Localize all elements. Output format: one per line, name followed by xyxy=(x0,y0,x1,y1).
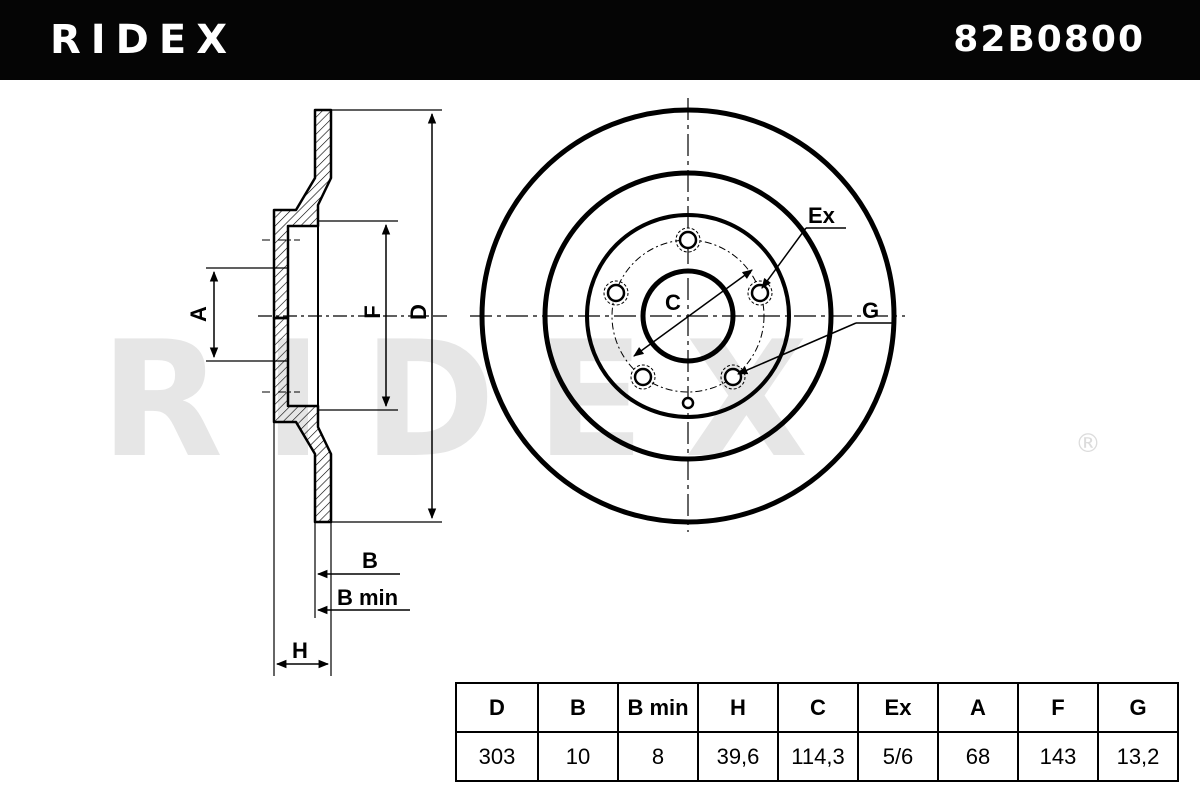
spec-header-cell: B min xyxy=(617,682,699,733)
spec-value-cell: 8 xyxy=(617,731,699,782)
spec-header-cell: Ex xyxy=(857,682,939,733)
brand-logo: RIDEX xyxy=(50,17,238,63)
spec-value-cell: 13,2 xyxy=(1097,731,1179,782)
header-bar: RIDEX 82B0800 xyxy=(0,0,1200,80)
spec-header-row: D B B min H C Ex A F G xyxy=(455,682,1179,733)
label-Ex: Ex xyxy=(808,203,836,228)
spec-table: D B B min H C Ex A F G 303 10 8 39,6 114… xyxy=(455,682,1179,782)
svg-text:RIDEX: RIDEX xyxy=(100,306,848,493)
spec-header-cell: H xyxy=(697,682,779,733)
spec-header-cell: D xyxy=(455,682,539,733)
label-G: G xyxy=(862,298,879,323)
disc-front-view: C Ex G xyxy=(470,98,905,532)
label-D: D xyxy=(406,304,431,320)
watermark: RIDEX ® xyxy=(100,306,1101,493)
svg-text:®: ® xyxy=(1075,429,1101,459)
spec-value-cell: 39,6 xyxy=(697,731,779,782)
spec-value-cell: 10 xyxy=(537,731,619,782)
spec-header-cell: A xyxy=(937,682,1019,733)
technical-drawing: RIDEX ® D F A B xyxy=(100,98,1101,676)
spec-header-cell: F xyxy=(1017,682,1099,733)
part-number: 82B0800 xyxy=(953,19,1145,60)
label-F: F xyxy=(360,305,385,318)
spec-value-cell: 68 xyxy=(937,731,1019,782)
label-B-min: B min xyxy=(337,585,398,610)
disc-side-section: D F A B B min H xyxy=(186,108,450,676)
label-A: A xyxy=(186,306,211,322)
spec-value-row: 303 10 8 39,6 114,3 5/6 68 143 13,2 xyxy=(455,731,1179,782)
spec-value-cell: 114,3 xyxy=(777,731,859,782)
spec-header-cell: C xyxy=(777,682,859,733)
label-H: H xyxy=(292,638,308,663)
spec-value-cell: 303 xyxy=(455,731,539,782)
label-B: B xyxy=(362,548,378,573)
spec-value-cell: 143 xyxy=(1017,731,1099,782)
spec-header-cell: G xyxy=(1097,682,1179,733)
label-C: C xyxy=(665,290,681,315)
spec-header-cell: B xyxy=(537,682,619,733)
spec-value-cell: 5/6 xyxy=(857,731,939,782)
